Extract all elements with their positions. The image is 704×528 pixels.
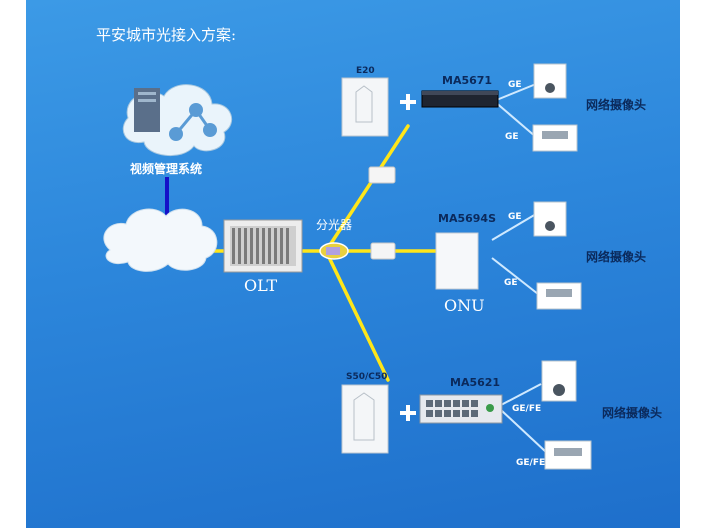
splitter-icon bbox=[319, 242, 349, 260]
switch-icon bbox=[421, 90, 499, 108]
eth-3a bbox=[500, 383, 542, 406]
eth-1b bbox=[493, 100, 537, 138]
switch-icon-2 bbox=[419, 394, 503, 424]
olt-label: OLT bbox=[244, 276, 278, 295]
port-label-3b: GE/FE bbox=[516, 458, 546, 468]
server-icon bbox=[122, 84, 233, 157]
splitter-label: 分光器 bbox=[316, 218, 353, 232]
ethernet-lines bbox=[491, 83, 547, 453]
eth-2b bbox=[491, 257, 539, 295]
port-label-1b: GE bbox=[505, 132, 519, 142]
port-label-3a: GE/FE bbox=[512, 404, 542, 414]
bullet-camera-icon bbox=[532, 124, 592, 470]
enclosure-label-s50c50: S50/C50 bbox=[346, 372, 388, 382]
olt-icon bbox=[223, 219, 303, 273]
diagram-canvas bbox=[103, 63, 592, 470]
fiber-splitter-branch1 bbox=[324, 124, 410, 253]
cloud-icon bbox=[103, 208, 218, 272]
page-title: 平安城市光接入方案: bbox=[96, 26, 237, 44]
plus-icon bbox=[400, 94, 416, 421]
eth-3b bbox=[500, 409, 547, 453]
eth-1a bbox=[493, 83, 537, 102]
video-system-label: 视频管理系统 bbox=[130, 162, 203, 176]
camera-label-2: 网络摄像头 bbox=[586, 250, 647, 264]
fiber-splitter-branch3 bbox=[324, 249, 390, 382]
device-ma5621: MA5621 bbox=[450, 376, 501, 389]
device-ma5671: MA5671 bbox=[442, 74, 493, 87]
port-label-2a: GE bbox=[508, 212, 522, 222]
onu-label: ONU bbox=[444, 296, 485, 315]
topology-diagram: 平安城市光接入方案: 视频管理系统 OLT 分光器 ONU E20 MA5671… bbox=[26, 0, 680, 528]
camera-label-1: 网络摄像头 bbox=[586, 98, 647, 112]
connector-icon bbox=[368, 166, 396, 260]
device-ma5694s: MA5694S bbox=[438, 212, 496, 225]
camera-label-3: 网络摄像头 bbox=[602, 406, 663, 420]
dome-camera-icon bbox=[533, 63, 577, 402]
port-label-1a: GE bbox=[508, 80, 522, 90]
eth-2a bbox=[491, 213, 537, 241]
onu-icon bbox=[435, 232, 479, 290]
enclosure-icon bbox=[341, 77, 389, 454]
port-label-2b: GE bbox=[504, 278, 518, 288]
enclosure-label-e20: E20 bbox=[356, 66, 375, 76]
